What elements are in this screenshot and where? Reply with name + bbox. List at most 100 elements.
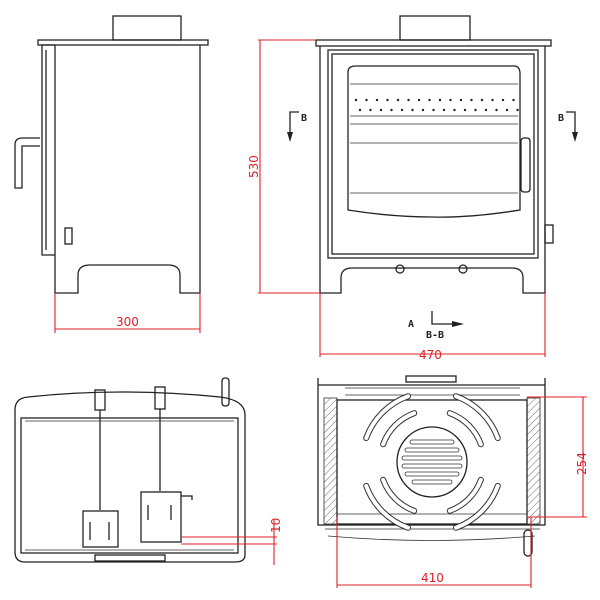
hook-right [154,386,166,410]
latch [64,227,73,245]
vent-slot [446,410,484,448]
grate [396,426,468,498]
door-frame [327,49,539,259]
section-marker-left: B [287,111,307,142]
hole [396,98,400,102]
grate-slots [401,439,463,485]
grate-slot [409,439,455,445]
section-marker-right: B [558,111,578,142]
hole [453,108,456,112]
firebox [336,399,528,525]
dimension-label-10: 10 [269,518,283,533]
hole [379,108,383,112]
dimension-254: 254 [527,396,589,518]
hole [428,98,431,102]
vent-slot [446,476,484,514]
hole [400,108,404,112]
door [331,53,535,255]
grate-slot [401,455,463,461]
door-edge [41,44,55,256]
vent-slot-inner [381,477,417,513]
section-label: B-B [426,330,444,341]
hole [495,108,498,112]
hole [390,108,393,112]
hole [463,108,467,112]
view-direction-marker: A B-B [408,311,464,341]
dimension-label-254: 254 [575,452,589,475]
dimension-410: 410 [336,517,532,588]
door-handle [520,137,531,193]
section-view [317,375,546,557]
plan-view [14,377,246,563]
side-view [14,15,209,294]
vent-slot-inner [453,483,500,530]
flue-collar [399,15,471,41]
section-letter: B [558,113,564,124]
hole [411,108,414,112]
hole [375,98,379,102]
leveler-right [458,264,468,274]
glass-window [347,65,521,218]
section-body [317,378,546,526]
vent-slot-inner [453,394,500,441]
leveler-left [395,264,405,274]
side-control [544,224,554,244]
plan-outline [14,391,246,563]
hatched-wall-left [323,397,338,525]
door-handle [14,137,40,189]
dimension-470: 470 [319,293,546,362]
dimension-10: 10 [181,518,283,565]
section-letter: B [301,113,307,124]
hole [449,98,452,102]
hole [369,108,372,112]
hole [438,98,442,102]
dimension-label-410: 410 [421,571,444,585]
hole [421,108,425,112]
hole [512,98,515,102]
hole [505,108,509,112]
dimension-300: 300 [54,293,201,333]
hole [365,98,368,102]
airwash-holes [354,98,519,112]
hole [407,98,410,102]
vent-slot-inner [447,411,483,447]
dimension-label-530: 530 [247,155,261,178]
hatched-wall-right [526,397,541,525]
hole [358,108,362,112]
hole [432,108,435,112]
front-body [319,46,546,294]
plan-inner [20,417,239,554]
front-view [315,15,554,294]
grate-slot [411,479,453,485]
spigot [221,377,230,407]
vent-slots [363,393,501,531]
hole [386,98,389,102]
hole [480,98,484,102]
hole [516,108,519,112]
hole [459,98,463,102]
control-box-left [82,510,119,548]
vent-slot-inner [364,394,411,441]
view-letter: A [408,319,414,330]
hole [417,98,421,102]
vent-slot-inner [381,411,417,447]
grate-slot [404,471,460,477]
riddler-handle [523,529,533,557]
vent-slot-inner [364,483,411,530]
hole [501,98,505,102]
glass-bars [350,83,518,194]
hole [474,108,477,112]
hole [442,108,446,112]
flue-collar [112,15,182,41]
hole [354,98,358,102]
side-body [54,45,201,294]
flue-plate [405,375,457,383]
hole [484,108,488,112]
vent-slot [380,476,418,514]
hole [491,98,494,102]
dimension-530: 530 [247,39,320,294]
grate-slot [401,463,463,469]
control-box-right [140,491,182,543]
